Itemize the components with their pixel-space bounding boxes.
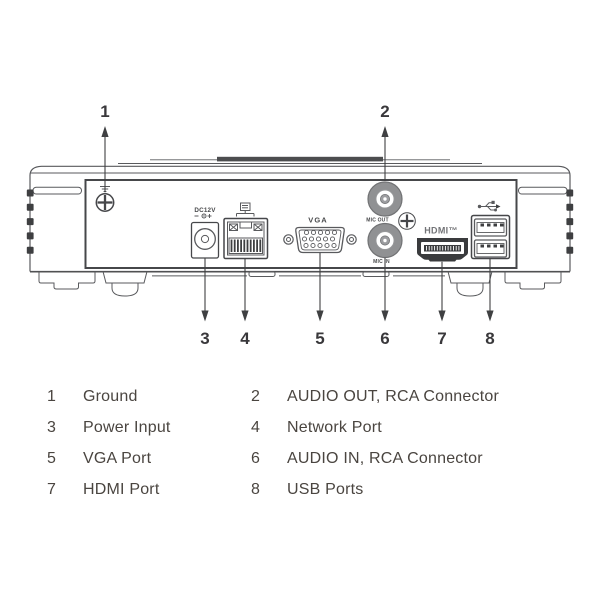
audio-out-rca: MIC OUT xyxy=(366,181,403,224)
left-round-foot xyxy=(102,271,148,284)
chassis-top xyxy=(29,156,571,272)
hdmi-pins xyxy=(426,246,460,251)
legend-label-ground: Ground xyxy=(83,388,138,405)
right-round-foot xyxy=(447,271,493,284)
legend-num-4: 4 xyxy=(251,419,261,436)
center-tab-right xyxy=(362,271,390,277)
legend-num-5: 5 xyxy=(47,450,57,467)
legend-num-8: 8 xyxy=(251,481,261,498)
left-bracket-foot xyxy=(38,271,96,290)
vga-label: VGA xyxy=(308,216,328,225)
network-port xyxy=(223,202,269,260)
legend-label-usb-ports: USB Ports xyxy=(287,481,364,498)
vga-nut-left xyxy=(283,234,294,245)
left-vent-slots xyxy=(26,189,34,254)
usb-receptacle-top xyxy=(473,218,508,237)
legend-num-6: 6 xyxy=(251,450,261,467)
chassis-left-side xyxy=(26,186,82,254)
usb-ports xyxy=(470,200,511,260)
right-groove xyxy=(518,186,568,195)
left-groove xyxy=(32,186,82,195)
callout-number: 5 xyxy=(315,329,324,348)
rear-panel-diagram: DC12V xyxy=(26,102,574,348)
callout-8: 8 xyxy=(485,258,495,348)
callout-number: 6 xyxy=(380,329,389,348)
dc12v-label: DC12V xyxy=(194,207,216,214)
callout-number: 4 xyxy=(240,329,250,348)
callout-number: 3 xyxy=(200,329,209,348)
callout-3: 3 xyxy=(200,258,210,348)
hdmi-port: HDMI™ xyxy=(417,226,468,262)
legend-label-network-port: Network Port xyxy=(287,419,382,436)
mic-in-label: MIC IN xyxy=(373,259,390,265)
legend-label-power-input: Power Input xyxy=(83,419,171,436)
chassis-right-side xyxy=(518,186,574,254)
rj45-pin-comb xyxy=(230,239,262,252)
callout-number: 2 xyxy=(380,102,389,121)
legend-label-audio-in: AUDIO IN, RCA Connector xyxy=(287,450,483,467)
chassis-bottom xyxy=(30,270,570,297)
callout-number: 8 xyxy=(485,329,494,348)
legend: 1 Ground 2 AUDIO OUT, RCA Connector 3 Po… xyxy=(47,381,499,505)
chassis-outline xyxy=(29,165,571,272)
callout-number: 7 xyxy=(437,329,446,348)
usb-receptacle-bottom xyxy=(473,239,508,258)
hdmi-logo: HDMI™ xyxy=(424,226,458,236)
legend-num-3: 3 xyxy=(47,419,57,436)
legend-label-audio-out: AUDIO OUT, RCA Connector xyxy=(287,388,499,405)
callout-6: 6 xyxy=(380,257,390,348)
panel-screw xyxy=(398,212,416,230)
top-recess-strip xyxy=(217,156,383,162)
right-bracket-foot xyxy=(504,271,562,290)
legend-label-hdmi-port: HDMI Port xyxy=(83,481,160,498)
center-tab-left xyxy=(248,271,276,277)
vga-nut-right xyxy=(346,234,357,245)
right-vent-slots xyxy=(566,189,574,254)
callout-number: 1 xyxy=(100,102,109,121)
callout-5: 5 xyxy=(315,252,325,348)
legend-num-2: 2 xyxy=(251,388,261,405)
vga-pin-holes xyxy=(301,229,338,249)
audio-in-rca: MIC IN xyxy=(367,222,403,265)
callout-1: 1 xyxy=(100,102,110,193)
legend-label-vga-port: VGA Port xyxy=(83,450,152,467)
callout-2: 2 xyxy=(380,102,390,181)
mic-out-label: MIC OUT xyxy=(366,218,389,224)
legend-num-7: 7 xyxy=(47,481,57,498)
callout-7: 7 xyxy=(437,261,447,348)
power-input-port: DC12V xyxy=(190,207,220,259)
legend-num-1: 1 xyxy=(47,388,57,405)
dc-polarity-icon xyxy=(194,213,212,219)
vga-port: VGA xyxy=(283,216,357,254)
network-icon xyxy=(236,202,255,217)
usb-icon xyxy=(477,200,501,212)
callout-4: 4 xyxy=(240,258,250,348)
